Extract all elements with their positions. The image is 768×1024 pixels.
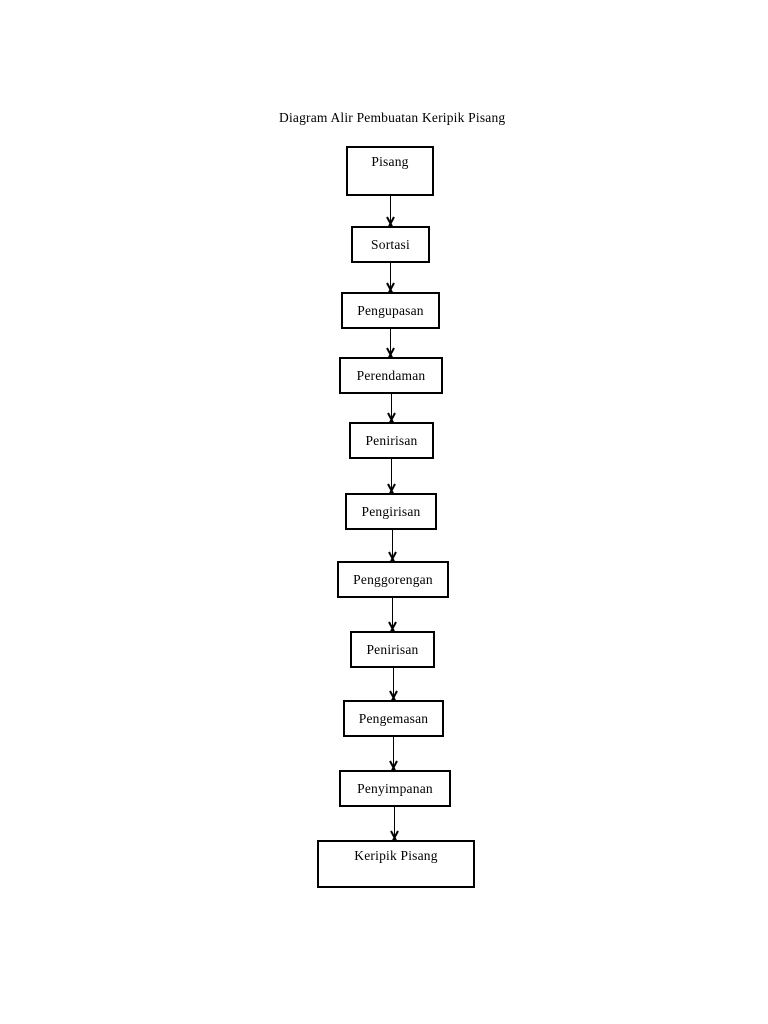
arrow-head-down-icon <box>385 217 396 226</box>
flow-node-penyimpanan[interactable]: Penyimpanan <box>339 770 451 807</box>
arrow-shaft <box>392 598 393 631</box>
arrow-head-down-icon <box>385 283 396 292</box>
flow-node-pengirisan[interactable]: Pengirisan <box>345 493 437 530</box>
arrow-head-down-icon <box>386 413 397 422</box>
arrow-head-down-icon <box>388 691 399 700</box>
diagram-title: Diagram Alir Pembuatan Keripik Pisang <box>279 110 506 125</box>
flow-node-penggorengan[interactable]: Penggorengan <box>337 561 449 598</box>
flow-node-label: Sortasi <box>371 236 410 252</box>
arrow-shaft <box>393 737 394 770</box>
arrow-shaft <box>393 668 394 700</box>
flow-node-label: Pisang <box>371 154 409 169</box>
flow-node-keripik-pisang[interactable]: Keripik Pisang <box>317 840 475 888</box>
arrow-head-down-icon <box>386 484 397 493</box>
arrow-head-down-icon <box>387 552 398 561</box>
flow-node-label: Keripik Pisang <box>354 848 438 863</box>
flow-node-label: Penggorengan <box>353 571 433 587</box>
flow-node-pengupasan[interactable]: Pengupasan <box>341 292 440 329</box>
flow-node-sortasi[interactable]: Sortasi <box>351 226 430 263</box>
arrow-shaft <box>391 459 392 493</box>
arrow-shaft <box>394 807 395 840</box>
flow-node-label: Penirisan <box>366 641 419 657</box>
flow-node-pisang[interactable]: Pisang <box>346 146 434 196</box>
arrow-shaft <box>391 394 392 422</box>
arrow-shaft <box>392 530 393 561</box>
arrow-head-down-icon <box>385 348 396 357</box>
arrow-shaft <box>390 263 391 292</box>
flow-node-label: Perendaman <box>356 367 426 383</box>
arrow-head-down-icon <box>388 761 399 770</box>
flow-node-label: Penirisan <box>365 432 418 448</box>
flow-node-pengemasan[interactable]: Pengemasan <box>343 700 444 737</box>
flow-node-label: Pengirisan <box>361 503 421 519</box>
flow-node-perendaman[interactable]: Perendaman <box>339 357 443 394</box>
flow-node-penirisan-1[interactable]: Penirisan <box>349 422 434 459</box>
flow-node-label: Pengupasan <box>357 302 424 318</box>
flow-node-penirisan-2[interactable]: Penirisan <box>350 631 435 668</box>
flow-node-label: Pengemasan <box>358 710 429 726</box>
arrow-shaft <box>390 329 391 357</box>
flow-node-label: Penyimpanan <box>357 780 433 796</box>
arrow-shaft <box>390 196 391 226</box>
arrow-head-down-icon <box>389 831 400 840</box>
arrow-head-down-icon <box>387 622 398 631</box>
